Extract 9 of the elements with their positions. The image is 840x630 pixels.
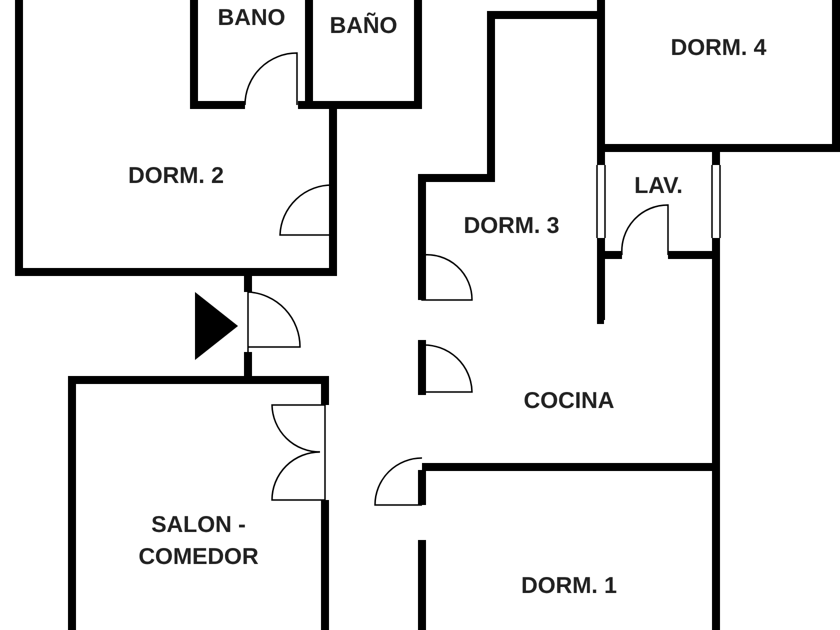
room-label: DORM. 1: [521, 570, 617, 600]
room-label: DORM. 4: [670, 33, 766, 62]
room-label: LAV.: [634, 170, 683, 200]
room-label: DORM. 2: [128, 160, 224, 190]
room-label: BAÑO: [330, 10, 398, 40]
room-label: BANO: [218, 3, 286, 32]
room-label: SALON - COMEDOR: [137, 510, 260, 571]
room-label: DORM. 3: [464, 210, 560, 240]
room-label: COCINA: [524, 386, 614, 415]
